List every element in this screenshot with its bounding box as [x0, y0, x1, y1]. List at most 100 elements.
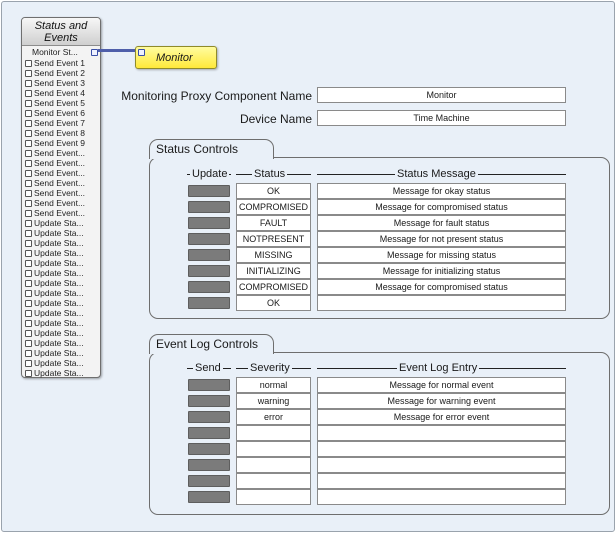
input-port[interactable]: Update Sta...: [22, 238, 100, 248]
input-port[interactable]: Send Event...: [22, 148, 100, 158]
input-port-box-icon[interactable]: [25, 160, 32, 167]
input-port-box-icon[interactable]: [25, 240, 32, 247]
send-event-button[interactable]: [188, 427, 230, 439]
event-log-entry-field[interactable]: Message for warning event: [317, 393, 566, 409]
update-status-button[interactable]: [188, 297, 230, 309]
status-value-field[interactable]: COMPROMISED: [236, 199, 311, 215]
severity-field[interactable]: [236, 489, 311, 505]
event-log-entry-field[interactable]: Message for error event: [317, 409, 566, 425]
input-port-box-icon[interactable]: [25, 120, 32, 127]
input-port[interactable]: Send Event 1: [22, 58, 100, 68]
input-port[interactable]: Send Event 7: [22, 118, 100, 128]
input-port[interactable]: Update Sta...: [22, 258, 100, 268]
status-message-field[interactable]: Message for missing status: [317, 247, 566, 263]
status-message-field[interactable]: Message for fault status: [317, 215, 566, 231]
input-port[interactable]: Send Event 9: [22, 138, 100, 148]
send-event-button[interactable]: [188, 411, 230, 423]
input-port-box-icon[interactable]: [25, 70, 32, 77]
input-port-box-icon[interactable]: [25, 320, 32, 327]
input-port-box-icon[interactable]: [25, 130, 32, 137]
input-port[interactable]: Update Sta...: [22, 228, 100, 238]
update-status-button[interactable]: [188, 281, 230, 293]
input-port-box-icon[interactable]: [25, 280, 32, 287]
status-message-field[interactable]: Message for not present status: [317, 231, 566, 247]
event-log-entry-field[interactable]: [317, 425, 566, 441]
status-value-field[interactable]: FAULT: [236, 215, 311, 231]
input-port-box-icon[interactable]: [25, 90, 32, 97]
input-port-box-icon[interactable]: [25, 180, 32, 187]
component-name-field[interactable]: Monitor: [317, 87, 566, 103]
send-event-button[interactable]: [188, 443, 230, 455]
status-and-events-node[interactable]: Status and Events Monitor St...Send Even…: [21, 17, 101, 378]
severity-field[interactable]: warning: [236, 393, 311, 409]
update-status-button[interactable]: [188, 201, 230, 213]
input-port[interactable]: Send Event...: [22, 198, 100, 208]
input-port-box-icon[interactable]: [25, 340, 32, 347]
input-port-box-icon[interactable]: [25, 110, 32, 117]
event-log-entry-field[interactable]: [317, 473, 566, 489]
input-port-box-icon[interactable]: [25, 150, 32, 157]
input-port[interactable]: Send Event 8: [22, 128, 100, 138]
input-port[interactable]: Update Sta...: [22, 278, 100, 288]
input-port-box-icon[interactable]: [25, 100, 32, 107]
connection-wire[interactable]: [98, 49, 140, 52]
input-port[interactable]: Update Sta...: [22, 358, 100, 368]
input-port-box-icon[interactable]: [25, 80, 32, 87]
input-port[interactable]: Update Sta...: [22, 248, 100, 258]
status-value-field[interactable]: NOTPRESENT: [236, 231, 311, 247]
input-port[interactable]: Send Event 4: [22, 88, 100, 98]
input-port-box-icon[interactable]: [25, 200, 32, 207]
input-port[interactable]: Send Event...: [22, 168, 100, 178]
status-value-field[interactable]: OK: [236, 295, 311, 311]
status-message-field[interactable]: [317, 295, 566, 311]
event-log-entry-field[interactable]: [317, 441, 566, 457]
input-port[interactable]: Send Event...: [22, 208, 100, 218]
monitor-input-port[interactable]: [138, 49, 145, 56]
severity-field[interactable]: [236, 441, 311, 457]
update-status-button[interactable]: [188, 249, 230, 261]
input-port[interactable]: Update Sta...: [22, 288, 100, 298]
status-value-field[interactable]: COMPROMISED: [236, 279, 311, 295]
input-port-box-icon[interactable]: [25, 360, 32, 367]
input-port-box-icon[interactable]: [25, 60, 32, 67]
update-status-button[interactable]: [188, 265, 230, 277]
input-port-box-icon[interactable]: [25, 250, 32, 257]
severity-field[interactable]: [236, 457, 311, 473]
input-port[interactable]: Update Sta...: [22, 328, 100, 338]
input-port[interactable]: Send Event 3: [22, 78, 100, 88]
severity-field[interactable]: [236, 425, 311, 441]
send-event-button[interactable]: [188, 459, 230, 471]
status-message-field[interactable]: Message for okay status: [317, 183, 566, 199]
status-value-field[interactable]: MISSING: [236, 247, 311, 263]
send-event-button[interactable]: [188, 395, 230, 407]
input-port-box-icon[interactable]: [25, 330, 32, 337]
input-port[interactable]: Update Sta...: [22, 348, 100, 358]
input-port-box-icon[interactable]: [25, 370, 32, 377]
update-status-button[interactable]: [188, 217, 230, 229]
send-event-button[interactable]: [188, 379, 230, 391]
event-log-entry-field[interactable]: [317, 457, 566, 473]
input-port-box-icon[interactable]: [25, 220, 32, 227]
input-port[interactable]: Update Sta...: [22, 368, 100, 378]
status-message-field[interactable]: Message for initializing status: [317, 263, 566, 279]
input-port[interactable]: Send Event...: [22, 178, 100, 188]
input-port[interactable]: Update Sta...: [22, 268, 100, 278]
status-message-field[interactable]: Message for compromised status: [317, 199, 566, 215]
input-port[interactable]: Send Event 2: [22, 68, 100, 78]
monitor-status-output-port[interactable]: Monitor St...: [22, 47, 100, 57]
update-status-button[interactable]: [188, 233, 230, 245]
update-status-button[interactable]: [188, 185, 230, 197]
input-port[interactable]: Update Sta...: [22, 218, 100, 228]
severity-field[interactable]: [236, 473, 311, 489]
status-value-field[interactable]: INITIALIZING: [236, 263, 311, 279]
send-event-button[interactable]: [188, 491, 230, 503]
output-port-box-icon[interactable]: [91, 49, 98, 56]
input-port[interactable]: Send Event 6: [22, 108, 100, 118]
event-log-entry-field[interactable]: [317, 489, 566, 505]
device-name-field[interactable]: Time Machine: [317, 110, 566, 126]
input-port-box-icon[interactable]: [25, 140, 32, 147]
input-port-box-icon[interactable]: [25, 170, 32, 177]
input-port[interactable]: Update Sta...: [22, 338, 100, 348]
status-message-field[interactable]: Message for compromised status: [317, 279, 566, 295]
input-port-box-icon[interactable]: [25, 300, 32, 307]
